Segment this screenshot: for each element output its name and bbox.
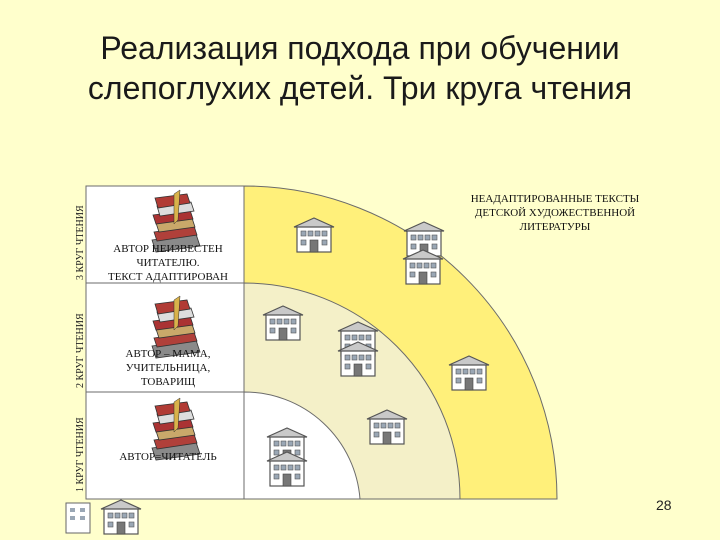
- circle-2-description: АВТОР – МАМА, УЧИТЕЛЬНИЦА, ТОВАРИЩ: [125, 348, 211, 388]
- page-number: 28: [656, 497, 672, 513]
- slide-title: Реализация подхода при обучении слепоглу…: [0, 28, 720, 108]
- label-circle-3: 3 КРУГ ЧТЕНИЯ: [75, 205, 86, 280]
- house-icon: [100, 499, 142, 535]
- circle-1-description: АВТОР=ЧИТАТЕЛЬ: [119, 451, 217, 463]
- title-line-1: Реализация подхода при обучении: [100, 30, 620, 66]
- outer-circle-description: НЕАДАПТИРОВАННЫЕ ТЕКСТЫ ДЕТСКОЙ ХУДОЖЕСТ…: [470, 193, 640, 233]
- title-line-2: слепоглухих детей. Три круга чтения: [87, 70, 633, 106]
- label-circle-1: 1 КРУГ ЧТЕНИЯ: [75, 417, 86, 492]
- footer-house-icon: [65, 502, 91, 534]
- circle-3-description: АВТОР НЕИЗВЕСТЕН ЧИТАТЕЛЮ. ТЕКСТ АДАПТИР…: [107, 243, 229, 283]
- label-circle-2: 2 КРУГ ЧТЕНИЯ: [75, 313, 86, 388]
